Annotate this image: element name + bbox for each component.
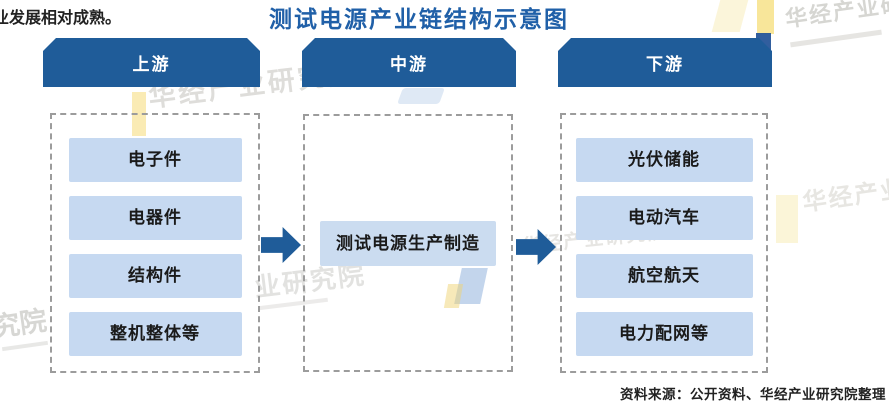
watermark-logo-icon bbox=[397, 88, 445, 104]
watermark-text: 华经产业研究院 bbox=[783, 0, 889, 32]
upstream-item: 电器件 bbox=[68, 196, 242, 240]
header-upstream: 上游 bbox=[43, 38, 260, 87]
downstream-item: 光伏储能 bbox=[575, 138, 753, 182]
upstream-item: 电子件 bbox=[68, 138, 242, 182]
watermark-logo-icon bbox=[776, 195, 798, 243]
header-midstream: 中游 bbox=[302, 38, 516, 87]
source-note: 资料来源：公开资料、华经产业研究院整理 bbox=[620, 387, 886, 402]
upstream-item: 结构件 bbox=[68, 254, 242, 298]
watermark-text: 华经产业 bbox=[800, 175, 889, 217]
upstream-item: 整机整体等 bbox=[68, 312, 242, 356]
watermark-logo-icon bbox=[711, 0, 749, 32]
arrow-right-icon bbox=[261, 227, 301, 263]
arrow-right-icon bbox=[516, 229, 556, 265]
midstream-item: 测试电源生产制造 bbox=[320, 220, 496, 266]
diagram-title: 测试电源产业链结构示意图 bbox=[269, 6, 569, 32]
downstream-item: 航空航天 bbox=[575, 254, 753, 298]
watermark-logo-icon bbox=[757, 0, 774, 34]
downstream-group: 光伏储能 电动汽车 航空航天 电力配网等 bbox=[560, 113, 768, 373]
midstream-group: 测试电源生产制造 bbox=[303, 114, 513, 372]
header-downstream: 下游 bbox=[558, 38, 772, 87]
intro-text: 业发展相对成熟。 bbox=[0, 10, 122, 27]
watermark-logo-icon bbox=[790, 29, 882, 48]
watermark-text: 究院 bbox=[0, 305, 49, 343]
downstream-item: 电动汽车 bbox=[575, 196, 753, 240]
downstream-item: 电力配网等 bbox=[575, 312, 753, 356]
upstream-group: 电子件 电器件 结构件 整机整体等 bbox=[50, 113, 260, 373]
watermark-logo-icon bbox=[1, 340, 49, 352]
